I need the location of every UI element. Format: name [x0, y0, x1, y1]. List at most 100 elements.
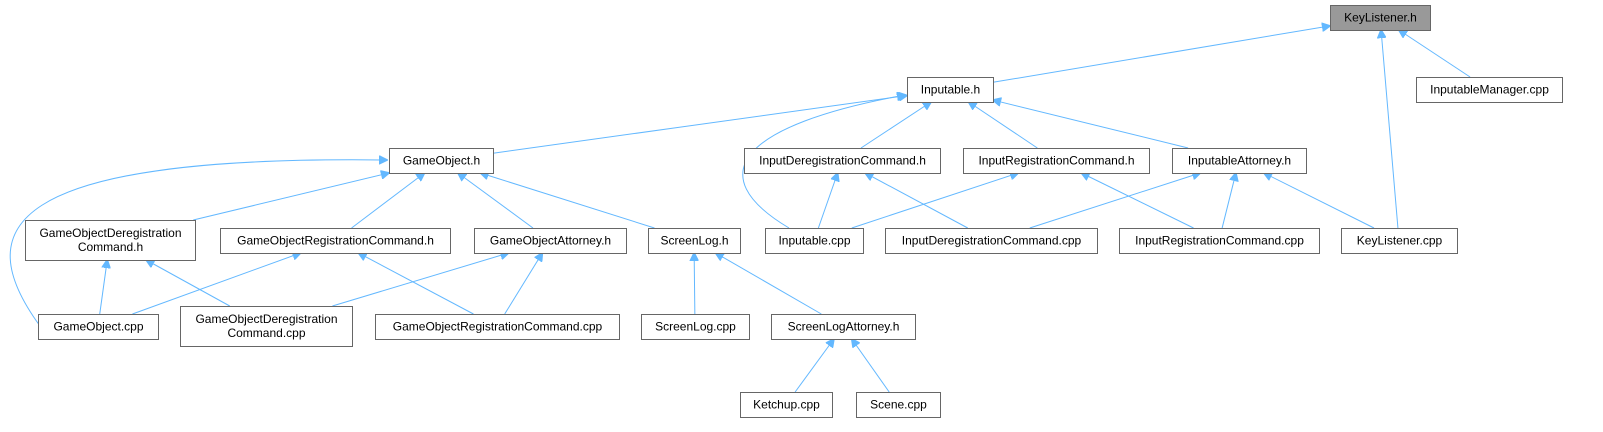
node-inputableattorney-h[interactable]: InputableAttorney.h	[1172, 148, 1307, 174]
node-label: GameObjectRegistrationCommand.cpp	[393, 320, 603, 334]
node-box	[1119, 228, 1320, 254]
edge-inputregistrationcommand_h-to-inputable_h	[969, 102, 1038, 149]
node-label: GameObject.h	[403, 154, 480, 168]
node-box	[1341, 228, 1458, 254]
node-label: InputRegistrationCommand.h	[978, 154, 1134, 168]
edge-scene_cpp-to-screenlogattorney_h	[852, 339, 890, 393]
node-box	[765, 228, 864, 254]
node-box	[389, 148, 494, 174]
node-label: InputableManager.cpp	[1430, 83, 1549, 97]
node-label: GameObject.cpp	[53, 320, 143, 334]
node-label: GameObjectRegistrationCommand.h	[237, 234, 434, 248]
node-box	[38, 314, 159, 340]
node-label: InputDeregistrationCommand.h	[759, 154, 926, 168]
node-label: KeyListener.h	[1344, 11, 1417, 25]
node-label: KeyListener.cpp	[1357, 234, 1443, 248]
edge-gameobjectregistrationcommand_cpp-to-gameobjectattorney_h	[504, 253, 543, 315]
node-gameobject-cpp[interactable]: GameObject.cpp	[38, 314, 159, 340]
node-box	[907, 77, 994, 103]
node-screenlogattorney-h[interactable]: ScreenLogAttorney.h	[771, 314, 916, 340]
node-box	[220, 228, 451, 254]
node-inputable-cpp[interactable]: Inputable.cpp	[765, 228, 864, 254]
node-box	[856, 392, 941, 418]
edge-gameobject_cpp-to-gameobjectderegistrationcommand_h	[99, 260, 107, 315]
node-label: InputableAttorney.h	[1188, 154, 1291, 168]
node-screenlog-cpp[interactable]: ScreenLog.cpp	[641, 314, 750, 340]
edge-gameobjectregistrationcommand_cpp-to-gameobjectregistrationcommand_h	[359, 253, 474, 315]
edge-gameobjectderegistrationcommand_cpp-to-gameobjectderegistrationcommand_h	[146, 260, 230, 307]
node-keylistener-h[interactable]: KeyListener.h	[1330, 5, 1431, 31]
node-box	[474, 228, 627, 254]
node-label: Inputable.cpp	[778, 234, 850, 248]
node-label: GameObjectDeregistration	[195, 312, 337, 326]
node-inputderegistrationcommand-h[interactable]: InputDeregistrationCommand.h	[744, 148, 941, 174]
node-keylistener-cpp[interactable]: KeyListener.cpp	[1341, 228, 1458, 254]
node-label: ScreenLog.h	[660, 234, 728, 248]
node-box	[25, 220, 196, 261]
node-box	[375, 314, 620, 340]
node-label: Command.h	[78, 240, 143, 254]
node-inputablemanager-cpp[interactable]: InputableManager.cpp	[1416, 77, 1563, 103]
node-box	[771, 314, 916, 340]
node-box	[885, 228, 1098, 254]
node-inputderegistrationcommand-cpp[interactable]: InputDeregistrationCommand.cpp	[885, 228, 1098, 254]
node-label: ScreenLog.cpp	[655, 320, 736, 334]
edge-inputregistrationcommand_cpp-to-inputableattorney_h	[1221, 173, 1236, 229]
edge-screenlog_cpp-to-screenlog_h	[694, 253, 695, 315]
node-label: InputDeregistrationCommand.cpp	[902, 234, 1082, 248]
edge-keylistener_cpp-to-inputableattorney_h	[1264, 173, 1375, 229]
node-ketchup-cpp[interactable]: Ketchup.cpp	[740, 392, 833, 418]
node-scene-cpp[interactable]: Scene.cpp	[856, 392, 941, 418]
node-gameobjectregistrationcommand-h[interactable]: GameObjectRegistrationCommand.h	[220, 228, 451, 254]
edge-gameobjectderegistrationcommand_h-to-gameobject_h	[193, 173, 389, 221]
edge-screenlogattorney_h-to-screenlog_h	[716, 253, 822, 315]
node-label: InputRegistrationCommand.cpp	[1135, 234, 1304, 248]
node-box	[1416, 77, 1563, 103]
node-label: Command.cpp	[227, 326, 305, 340]
node-label: Scene.cpp	[870, 398, 927, 412]
edge-inputablemanager_cpp-to-keylistener_h	[1399, 30, 1471, 78]
edge-inputable_h-to-keylistener_h	[992, 26, 1330, 83]
node-label: Inputable.h	[921, 83, 980, 97]
edge-gameobject_cpp-to-gameobjectregistrationcommand_h	[132, 253, 300, 315]
node-inputregistrationcommand-cpp[interactable]: InputRegistrationCommand.cpp	[1119, 228, 1320, 254]
node-box	[641, 314, 750, 340]
node-box	[740, 392, 833, 418]
edge-gameobject_cpp-to-gameobject_h	[9, 160, 387, 327]
edge-gameobjectderegistrationcommand_cpp-to-gameobjectattorney_h	[332, 253, 508, 307]
node-label: Ketchup.cpp	[753, 398, 820, 412]
edge-inputderegistrationcommand_cpp-to-inputableattorney_h	[1029, 173, 1201, 229]
node-box	[963, 148, 1150, 174]
edge-inputableattorney_h-to-inputable_h	[993, 100, 1189, 149]
edge-gameobjectattorney_h-to-gameobject_h	[458, 173, 534, 229]
node-label: GameObjectDeregistration	[39, 226, 181, 240]
edge-inputable_cpp-to-inputregistrationcommand_h	[851, 173, 1018, 229]
node-box	[648, 228, 741, 254]
node-screenlog-h[interactable]: ScreenLog.h	[648, 228, 741, 254]
node-gameobject-h[interactable]: GameObject.h	[389, 148, 494, 174]
node-box	[180, 306, 353, 347]
node-inputable-h[interactable]: Inputable.h	[907, 77, 994, 103]
edge-gameobject_h-to-inputable_h	[492, 95, 907, 154]
edge-ketchup_cpp-to-screenlogattorney_h	[794, 339, 834, 393]
edges-layer	[9, 26, 1471, 393]
edge-inputderegistrationcommand_h-to-inputable_h	[860, 102, 931, 149]
edge-gameobjectregistrationcommand_h-to-gameobject_h	[351, 173, 425, 229]
node-label: GameObjectAttorney.h	[490, 234, 611, 248]
edge-screenlog_h-to-gameobject_h	[481, 173, 655, 229]
edge-inputable_cpp-to-inputderegistrationcommand_h	[817, 173, 837, 229]
node-gameobjectattorney-h[interactable]: GameObjectAttorney.h	[474, 228, 627, 254]
node-box	[744, 148, 941, 174]
node-gameobjectregistrationcommand-cpp[interactable]: GameObjectRegistrationCommand.cpp	[375, 314, 620, 340]
node-box	[1172, 148, 1307, 174]
node-box	[1330, 5, 1431, 31]
node-label: ScreenLogAttorney.h	[788, 320, 900, 334]
edge-inputregistrationcommand_cpp-to-inputregistrationcommand_h	[1081, 173, 1194, 229]
edge-keylistener_cpp-to-keylistener_h	[1381, 30, 1399, 229]
edge-inputderegistrationcommand_cpp-to-inputderegistrationcommand_h	[865, 173, 968, 229]
node-inputregistrationcommand-h[interactable]: InputRegistrationCommand.h	[963, 148, 1150, 174]
